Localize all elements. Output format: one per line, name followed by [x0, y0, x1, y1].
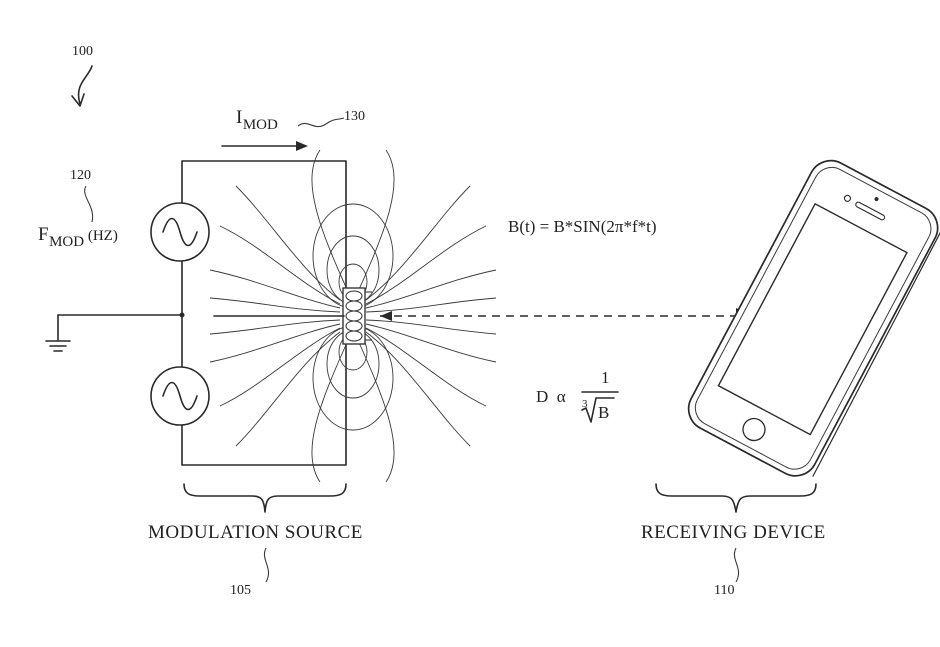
- ref-system-label: 100: [72, 44, 93, 59]
- equation-d-left: D α: [536, 387, 566, 406]
- ac-source-icon: [150, 202, 210, 262]
- ref-source-leader: [264, 547, 270, 583]
- equation-d-root-sign: [581, 397, 615, 423]
- ref-receiver-leader: [734, 547, 740, 583]
- ac-source-icon: [150, 366, 210, 426]
- ref-system-arrowhead: [71, 93, 85, 107]
- magnetic-field-lines: [209, 149, 497, 483]
- equation-d: D α 1 3 B: [536, 368, 619, 423]
- ref-fmod-leader: [84, 185, 94, 223]
- source-brace: [183, 483, 347, 513]
- ref-source-label: 105: [230, 583, 251, 598]
- transmission-arrowhead-left: [380, 311, 392, 321]
- imod-leader: [297, 117, 345, 128]
- ref-system-arrow: [77, 65, 93, 105]
- ground-icon: [45, 340, 71, 352]
- equation-b: B(t) = B*SIN(2π*f*t): [508, 217, 657, 236]
- fmod-label: FMOD (HZ): [38, 224, 118, 250]
- smartphone-icon: [687, 159, 940, 477]
- equation-d-numerator: 1: [601, 368, 610, 387]
- label-receiving-device: RECEIVING DEVICE: [641, 522, 826, 543]
- receiver-brace: [655, 483, 817, 513]
- label-modulation-source: MODULATION SOURCE: [148, 522, 363, 543]
- ref-fmod-label: 120: [70, 168, 91, 183]
- current-arrowhead: [296, 141, 308, 151]
- circuit-loop: [181, 160, 347, 466]
- equation-d-root-index: 3: [582, 398, 588, 410]
- ref-receiver-label: 110: [714, 583, 734, 598]
- junction-dot: [179, 312, 185, 318]
- imod-label: IMOD: [236, 107, 278, 133]
- equation-d-denominator: B: [598, 403, 609, 422]
- ref-imod-label: 130: [344, 109, 365, 124]
